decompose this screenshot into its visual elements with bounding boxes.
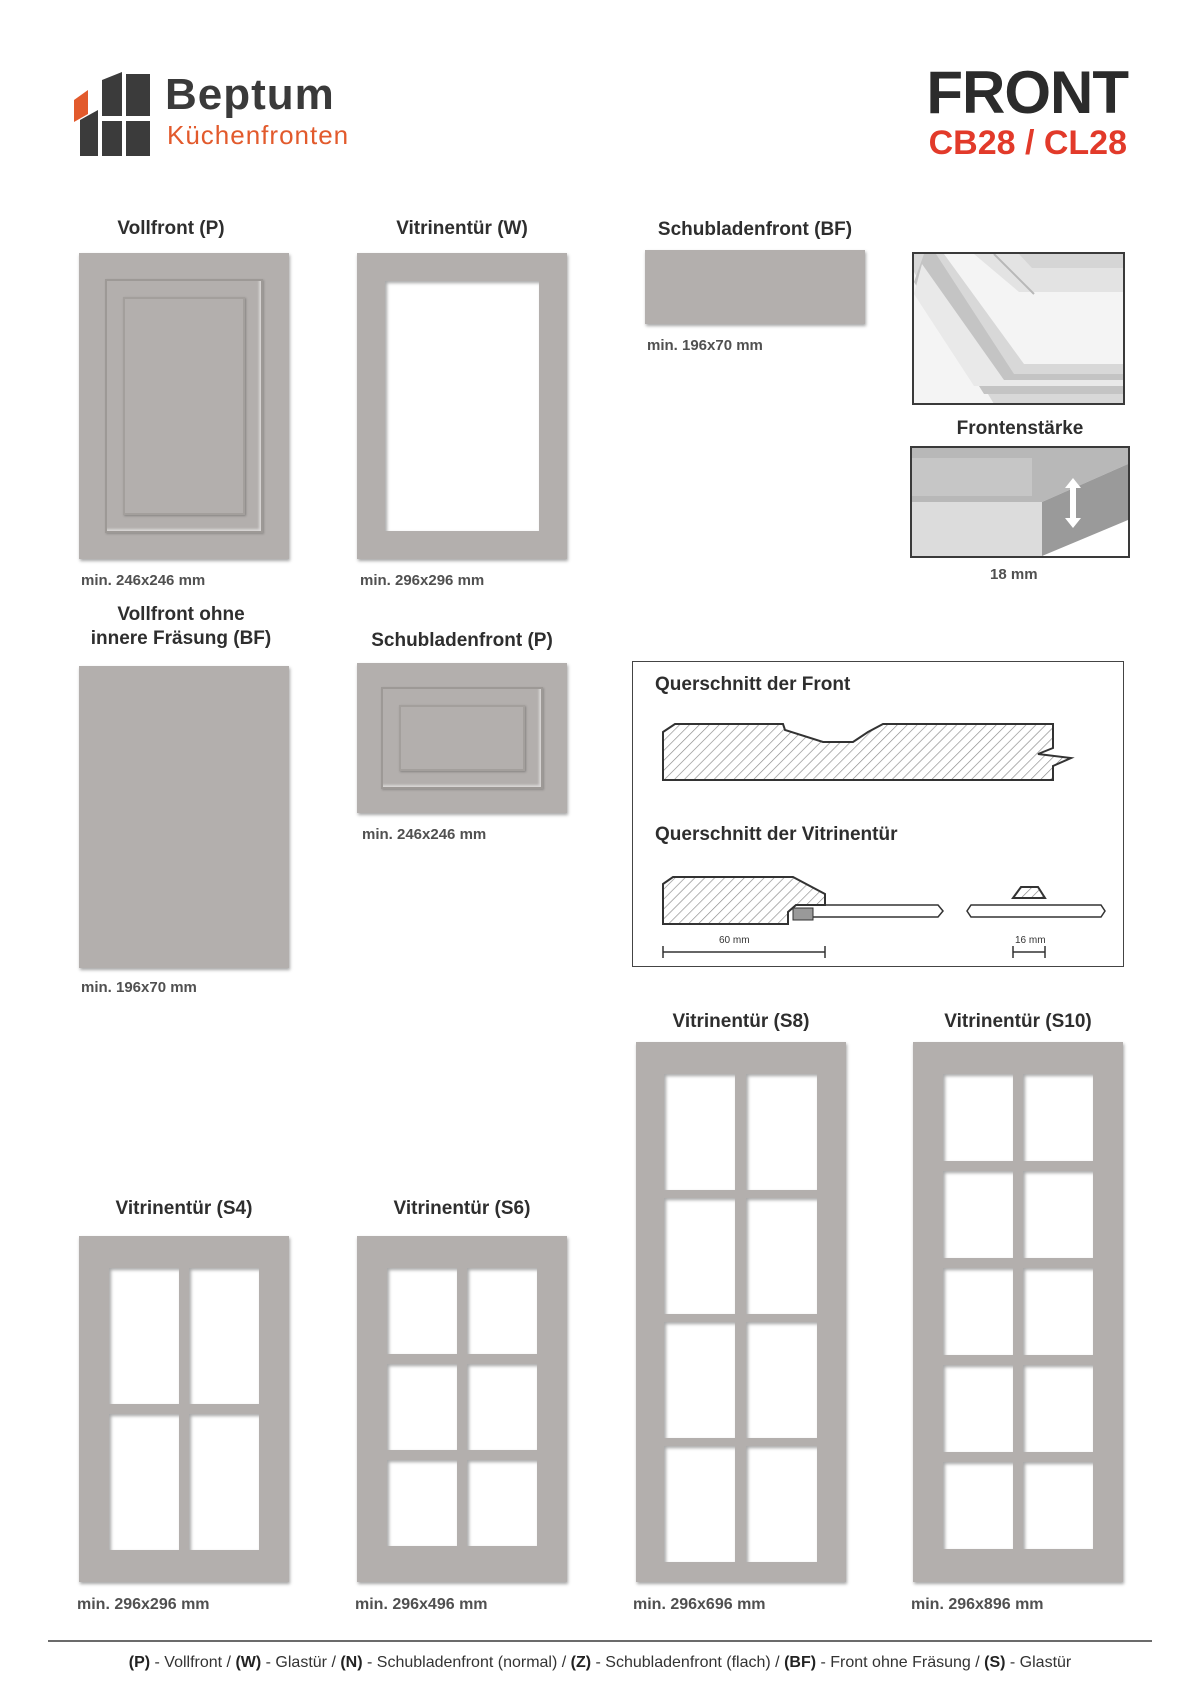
vitrine-profile [662, 876, 826, 925]
front-model: CB28 / CL28 [928, 124, 1127, 162]
vitrinentuer-s4-front [79, 1236, 289, 1582]
s4-glass-1 [109, 1268, 179, 1404]
thickness-image [912, 448, 1128, 556]
vollfront-ohne-dim: min. 196x70 mm [81, 979, 197, 996]
legend-key-p: (P) [128, 1654, 151, 1671]
legend-key-s: (S) [984, 1654, 1006, 1671]
logo-icon [74, 72, 150, 156]
vollfront-p-title: Vollfront (P) [117, 218, 225, 239]
vitrinentuer-s10-title: Vitrinentür (S10) [944, 1011, 1092, 1032]
schubladenfront-p-outer-panel [381, 687, 543, 789]
legend-key-z: (Z) [570, 1654, 592, 1671]
s6-glass-2 [467, 1268, 537, 1354]
vitrinentuer-s8-dim: min. 296x696 mm [633, 1596, 766, 1613]
vollfront-p-outer-panel [105, 279, 263, 533]
schubladenfront-p-front [357, 663, 567, 813]
vitrinentuer-s10-dim: min. 296x896 mm [911, 1596, 1044, 1613]
schubladenfront-p-dim: min. 246x246 mm [362, 826, 487, 843]
s4-glass-2 [189, 1268, 259, 1404]
footer-legend: (P) - Vollfront / (W) - Glastür / (N) - … [0, 1654, 1200, 1672]
schubladenfront-p-inner-panel [399, 705, 525, 771]
front-title: FRONT [926, 59, 1129, 126]
vitrinentuer-s6-dim: min. 296x496 mm [355, 1596, 488, 1613]
s6-glass-6 [467, 1460, 537, 1546]
s4-glass-3 [109, 1414, 179, 1550]
vitrinentuer-s10-front [913, 1042, 1123, 1582]
s6-glass-5 [387, 1460, 457, 1546]
dim-16mm: 16 mm [1015, 935, 1046, 946]
vitrinentuer-w-title: Vitrinentür (W) [396, 218, 528, 239]
vitrinentuer-s6-front [357, 1236, 567, 1582]
s4-glass-4 [189, 1414, 259, 1550]
dim-60mm: 60 mm [719, 935, 750, 946]
vollfront-ohne-title-1: Vollfront ohne [117, 604, 245, 625]
vitrinentuer-s4-dim: min. 296x296 mm [77, 1596, 210, 1613]
s8-glass-6 [746, 1322, 817, 1438]
s8-glass-2 [746, 1074, 817, 1190]
s6-glass-1 [387, 1268, 457, 1354]
s10-glass-5 [943, 1268, 1013, 1355]
brand-subtitle: Küchenfronten [167, 120, 350, 150]
s10-glass-4 [1023, 1171, 1093, 1258]
corner-detail-image [914, 254, 1123, 403]
front-profile [662, 723, 1075, 781]
frontenstaerke-dim: 18 mm [990, 566, 1038, 583]
s10-glass-1 [943, 1074, 1013, 1161]
vitrinentuer-s4-title: Vitrinentür (S4) [115, 1198, 253, 1219]
cross-section-vitrine-title: Querschnitt der Vitrinentür [655, 824, 898, 845]
vitrinentuer-w-front [357, 253, 567, 559]
s8-glass-7 [664, 1446, 735, 1562]
s10-glass-2 [1023, 1074, 1093, 1161]
legend-key-n: (N) [340, 1654, 363, 1671]
s6-glass-4 [467, 1364, 537, 1450]
vollfront-p-front [79, 253, 289, 559]
legend-text-z: - Schubladenfront (flach) / [591, 1654, 785, 1671]
cross-section-front-title: Querschnitt der Front [655, 674, 851, 695]
s10-glass-6 [1023, 1268, 1093, 1355]
cross-section-box: Querschnitt der Front Querschnitt der Vi… [632, 661, 1124, 967]
s8-glass-1 [664, 1074, 735, 1190]
s8-glass-5 [664, 1322, 735, 1438]
vollfront-ohne-title-2: innere Fräsung (BF) [90, 628, 272, 649]
footer-divider [48, 1640, 1152, 1642]
legend-text-s: - Glastür [1005, 1654, 1072, 1671]
cross-section-drawing [662, 723, 1106, 958]
s8-glass-4 [746, 1198, 817, 1314]
schubladenfront-bf-title: Schubladenfront (BF) [657, 219, 853, 240]
schubladenfront-bf-dim: min. 196x70 mm [647, 337, 763, 354]
s10-glass-9 [943, 1462, 1013, 1549]
vollfront-ohne-front [79, 666, 289, 968]
brand-name: Beptum [165, 70, 335, 119]
brand-logo [72, 70, 152, 156]
vollfront-p-inner-panel [123, 297, 245, 515]
s8-glass-3 [664, 1198, 735, 1314]
s10-glass-8 [1023, 1365, 1093, 1452]
schubladenfront-p-title: Schubladenfront (P) [371, 630, 553, 651]
vitrinentuer-s6-title: Vitrinentür (S6) [393, 1198, 531, 1219]
legend-text-bf: - Front ohne Fräsung / [816, 1654, 985, 1671]
vitrinentuer-w-dim: min. 296x296 mm [360, 572, 485, 589]
frontenstaerke-photo [910, 446, 1130, 558]
schubladenfront-bf-front [645, 250, 865, 324]
legend-key-w: (W) [235, 1654, 262, 1671]
vitrinentuer-w-glass [385, 281, 539, 531]
corner-detail-photo [912, 252, 1125, 405]
s8-glass-8 [746, 1446, 817, 1562]
s10-glass-3 [943, 1171, 1013, 1258]
vitrinentuer-s8-title: Vitrinentür (S8) [672, 1011, 810, 1032]
legend-text-p: - Vollfront / [150, 1654, 236, 1671]
vollfront-p-dim: min. 246x246 mm [81, 572, 206, 589]
legend-text-w: - Glastür / [261, 1654, 341, 1671]
legend-key-bf: (BF) [784, 1654, 817, 1671]
vitrinentuer-s8-front [636, 1042, 846, 1582]
frontenstaerke-title: Frontenstärke [956, 418, 1084, 439]
s10-glass-7 [943, 1365, 1013, 1452]
s10-glass-10 [1023, 1462, 1093, 1549]
legend-text-n: - Schubladenfront (normal) / [362, 1654, 571, 1671]
s6-glass-3 [387, 1364, 457, 1450]
